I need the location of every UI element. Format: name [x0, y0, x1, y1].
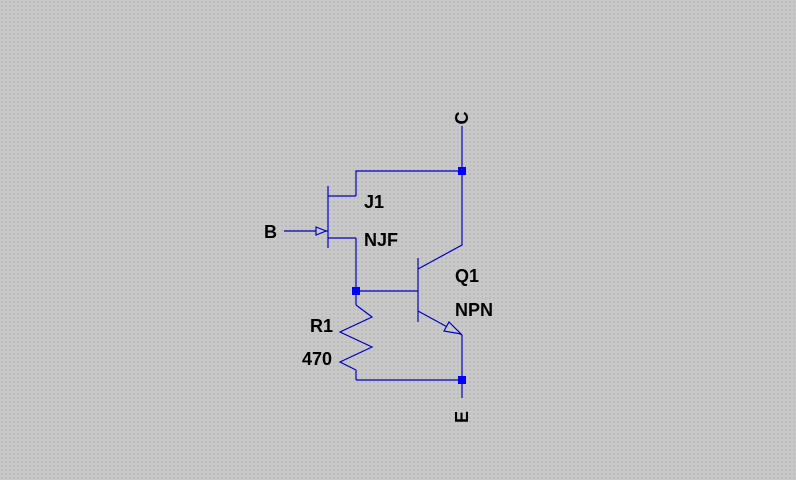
- wire-collector-to-q1: [417, 171, 463, 270]
- npn-model-label: NPN: [455, 300, 493, 320]
- collector-port-label: C: [452, 112, 472, 125]
- collector-port[interactable]: C: [452, 112, 472, 172]
- resistor-r1[interactable]: R1 470: [302, 291, 374, 380]
- npn-transistor-q1[interactable]: Q1 NPN: [417, 258, 493, 336]
- resistor-value-label: 470: [302, 349, 332, 369]
- junction-collector: [458, 167, 466, 175]
- base-port-label: B: [264, 222, 277, 242]
- emitter-port-label: E: [452, 411, 472, 423]
- junction-emitter: [458, 376, 466, 384]
- jfet-j1[interactable]: J1 NJF: [284, 186, 398, 250]
- emitter-port[interactable]: E: [452, 411, 472, 423]
- jfet-ref-label: J1: [364, 192, 384, 212]
- wire-source-to-base-node: [355, 238, 418, 292]
- junction-base: [352, 287, 360, 295]
- jfet-gate-arrow-icon: [315, 226, 328, 236]
- jfet-model-label: NJF: [364, 230, 398, 250]
- base-port[interactable]: B: [264, 222, 277, 242]
- resistor-zigzag-icon: [338, 304, 374, 371]
- wire-drain-to-collector: [355, 170, 462, 196]
- npn-ref-label: Q1: [455, 266, 479, 286]
- resistor-ref-label: R1: [310, 316, 333, 336]
- npn-emitter-arrow-icon: [443, 321, 463, 335]
